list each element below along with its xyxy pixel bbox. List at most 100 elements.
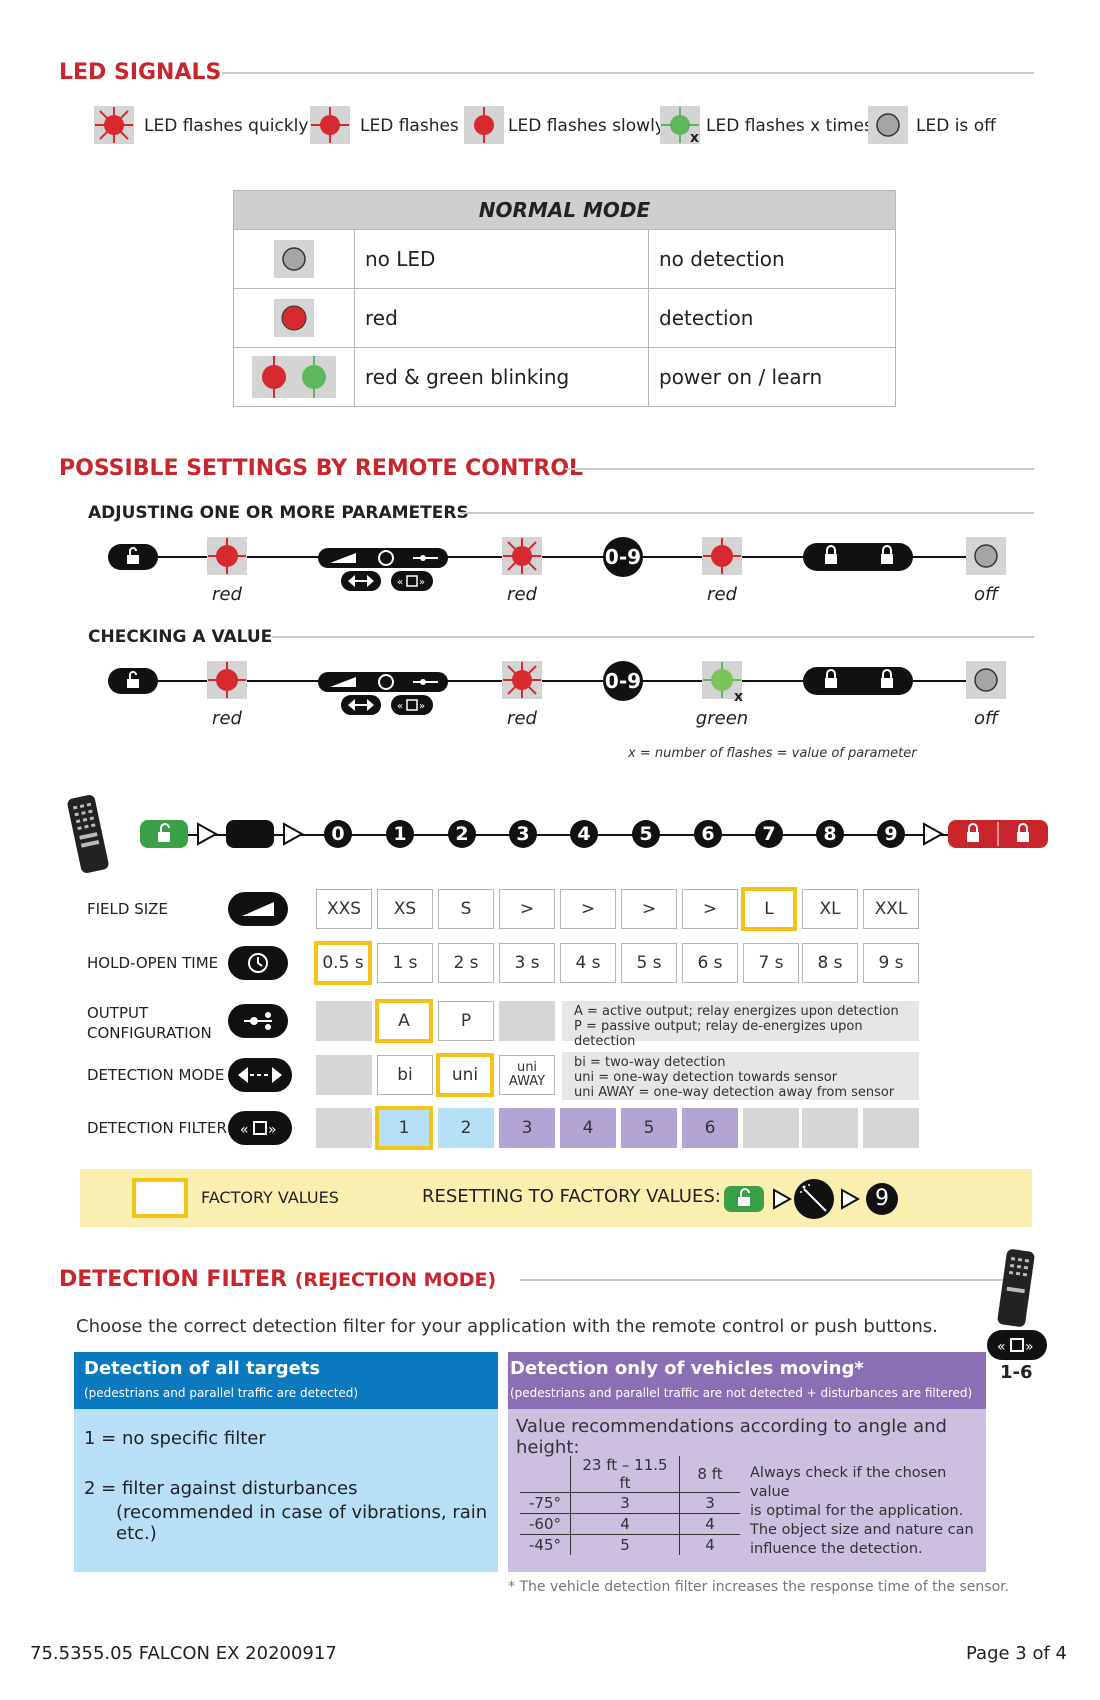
led-red-flash-icon: [207, 537, 247, 575]
led-red-flash-quick-icon: [94, 106, 134, 144]
sequence-number: 9: [877, 820, 905, 848]
sequence-label: red: [507, 584, 537, 605]
value-cell: >: [499, 889, 555, 929]
note-line: A = active output; relay energizes upon …: [574, 1004, 899, 1019]
legend-label: LED flashes: [360, 116, 459, 136]
note-line: P = passive output; relay de-energizes u…: [574, 1019, 863, 1049]
sequence-label: red: [212, 708, 242, 729]
table-cell: 3: [570, 1492, 680, 1514]
value-cell: uni AWAY: [499, 1055, 555, 1095]
svg-text:«: «: [997, 1339, 1006, 1355]
filter-button-icon: «»: [228, 1111, 292, 1145]
sequence-number: 5: [632, 820, 660, 848]
value-cell-factory: L: [741, 887, 797, 931]
remote-settings-title: POSSIBLE SETTINGS BY REMOTE CONTROL: [59, 456, 584, 481]
value-cell-factory: uni: [436, 1053, 494, 1097]
filter-button-icon: «»: [987, 1330, 1047, 1360]
table-row: 23 ft – 11.5 ft 8 ft: [520, 1456, 740, 1493]
table-cell: power on / learn: [648, 347, 896, 407]
label-line: CONFIGURATION: [87, 1024, 212, 1042]
parameter-buttons-icon: [318, 672, 448, 692]
note-line: influence the detection.: [750, 1541, 923, 1557]
legend-label: LED flashes quickly: [144, 116, 309, 136]
legend-label: LED flashes x times: [706, 116, 873, 136]
value-cell: 3 s: [499, 943, 555, 983]
range-badge: 0-9: [603, 537, 643, 577]
table-cell: red: [354, 288, 649, 348]
sequence-label: red: [707, 584, 737, 605]
sequence-number: 6: [694, 820, 722, 848]
table-header: [520, 1456, 571, 1493]
value-cell: XS: [377, 889, 433, 929]
recommend-note: Always check if the chosen value is opti…: [750, 1464, 986, 1559]
play-arrow-icon: [772, 1188, 793, 1214]
value-cell-factory: A: [375, 999, 433, 1043]
panel-subheading: (pedestrians and parallel traffic are no…: [510, 1386, 973, 1400]
table-cell: -75°: [520, 1492, 571, 1514]
recommend-title: Value recommendations according to angle…: [516, 1416, 947, 1458]
sequence-label: red: [507, 708, 537, 729]
value-cell: 9 s: [863, 943, 919, 983]
filter-option: 1 = no specific filter: [84, 1428, 266, 1449]
note-line: uni AWAY = one-way detection away from s…: [574, 1085, 895, 1100]
value-cell: 8 s: [802, 943, 858, 983]
note-line: Always check if the chosen value: [750, 1465, 947, 1500]
factory-values-bar: FACTORY VALUES RESETTING TO FACTORY VALU…: [80, 1169, 1032, 1227]
value-cell: 2: [438, 1108, 494, 1148]
filter-option-detail: (recommended in case of vibrations, rain…: [116, 1502, 488, 1544]
table-cell: detection: [648, 288, 896, 348]
note-line: is optimal for the application.: [750, 1503, 964, 1519]
value-cell: 1 s: [377, 943, 433, 983]
value-cell: 4: [560, 1108, 616, 1148]
value-cell: 5 s: [621, 943, 677, 983]
sequence-number: 3: [509, 820, 537, 848]
value-cell: >: [621, 889, 677, 929]
black-button-icon: [226, 820, 274, 848]
note-line: The object size and nature can: [750, 1522, 974, 1538]
filter-range-label: 1-6: [1000, 1362, 1033, 1383]
lock-open-button-icon: [108, 544, 158, 570]
value-cell: XXS: [316, 889, 372, 929]
field-size-label: FIELD SIZE: [87, 900, 168, 918]
range-badge: 0-9: [603, 661, 643, 701]
table-cell: 4: [679, 1513, 740, 1535]
doc-id: 75.5355.05 FALCON EX 20200917: [30, 1643, 337, 1664]
divider: [565, 468, 1034, 470]
value-cell: S: [438, 889, 494, 929]
value-cell-factory: 1: [375, 1106, 433, 1150]
divider: [222, 72, 1034, 74]
table-header: 23 ft – 11.5 ft: [570, 1456, 680, 1493]
clock-button-icon: [228, 946, 288, 980]
x-note: x = number of flashes = value of paramet…: [628, 746, 917, 761]
table-cell: no detection: [648, 229, 896, 289]
led-red-flash-icon: [310, 106, 350, 144]
lock-open-button-icon: [108, 668, 158, 694]
remote-control-icon: [66, 794, 110, 874]
table-row: -60° 4 4: [520, 1513, 740, 1535]
detection-mode-note: bi = two-way detection uni = one-way det…: [562, 1052, 919, 1100]
panel-subheading: (pedestrians and parallel traffic are de…: [84, 1386, 359, 1400]
led-green-flash-x-icon: [702, 661, 742, 699]
play-arrow-icon: [196, 822, 219, 850]
sequence-number: 7: [755, 820, 783, 848]
led-red-flash-icon: [702, 537, 742, 575]
table-row: -45° 5 4: [520, 1534, 740, 1555]
value-cell: 5: [621, 1108, 677, 1148]
play-arrow-icon: [282, 822, 305, 850]
led-red-flash-slow-icon: [464, 106, 504, 144]
table-header: 8 ft: [679, 1456, 740, 1493]
title-main: DETECTION FILTER: [59, 1267, 288, 1292]
value-cell: 2 s: [438, 943, 494, 983]
sequence-label: green: [695, 708, 749, 729]
table-cell: -45°: [520, 1534, 571, 1555]
unlock-green-button-icon: [724, 1186, 764, 1212]
value-cell: 4 s: [560, 943, 616, 983]
play-arrow-icon: [922, 822, 945, 850]
lock-double-button-icon: [803, 543, 913, 571]
sequence-label: off: [973, 584, 998, 605]
value-cell: P: [438, 1001, 494, 1041]
output-button-icon: [228, 1004, 288, 1038]
value-cell: 3: [499, 1108, 555, 1148]
play-arrow-icon: [840, 1188, 861, 1214]
table-cell: 4: [679, 1534, 740, 1555]
